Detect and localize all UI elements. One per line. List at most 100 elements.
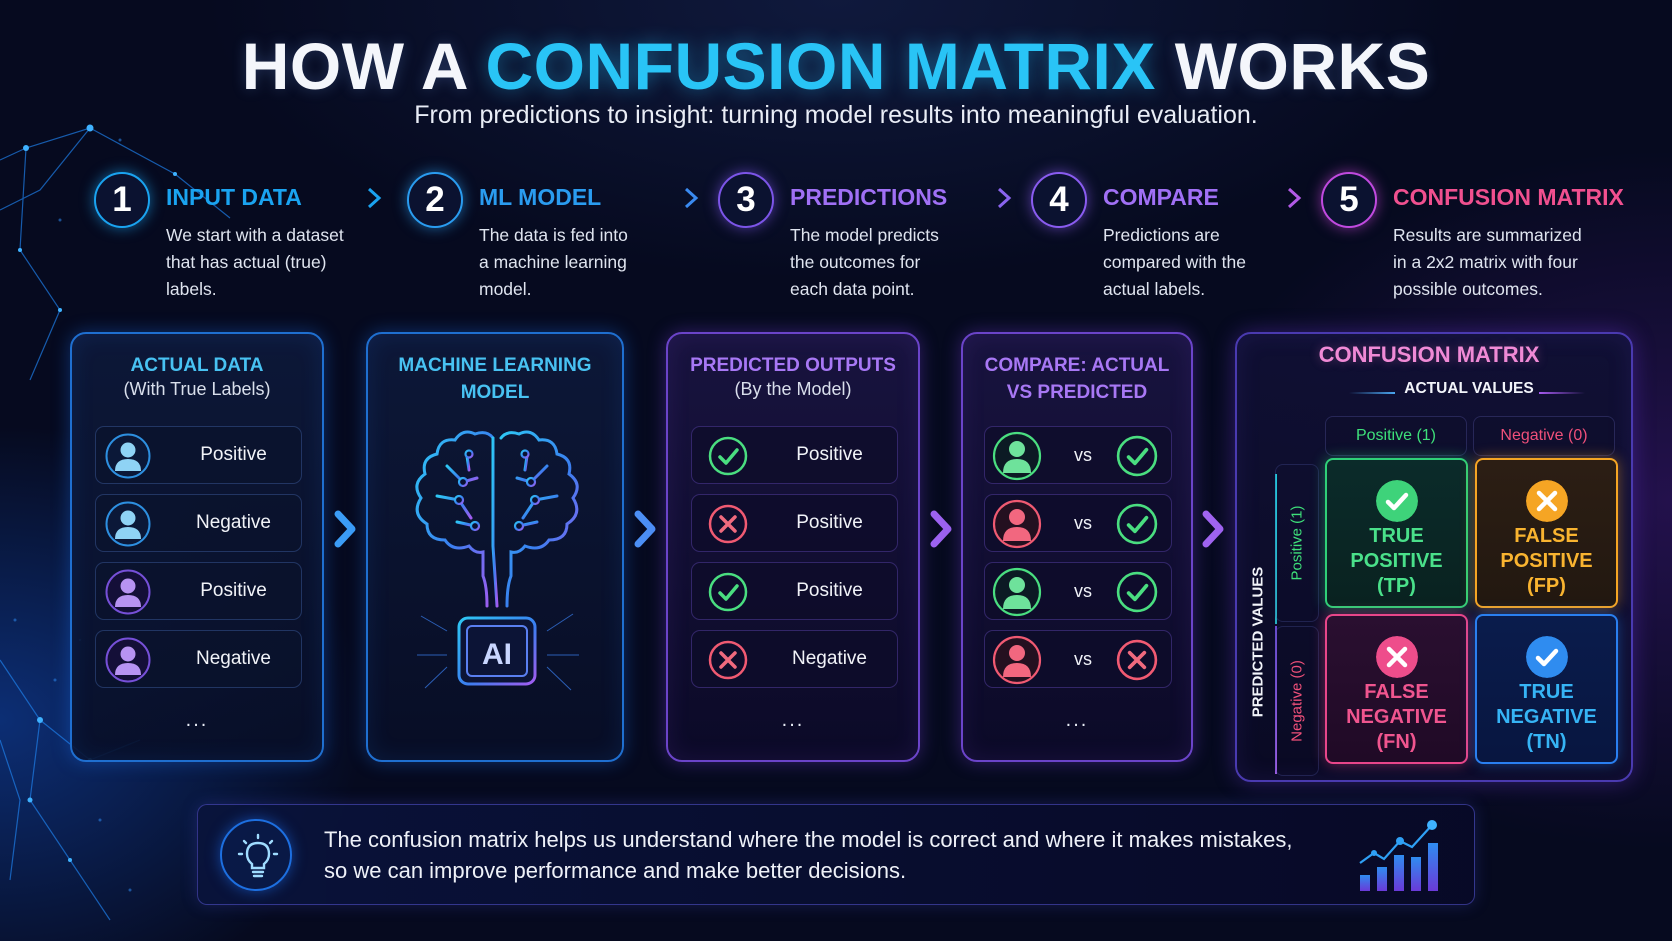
step-title: CONFUSION MATRIX	[1393, 184, 1624, 210]
check-circle-icon	[1525, 636, 1568, 678]
page-subtitle: From predictions to insight: turning mod…	[414, 101, 1258, 129]
step-desc-line: Results are summarized	[1393, 225, 1582, 245]
arrow-right-icon	[967, 187, 1012, 209]
step-number-1: 1	[94, 172, 150, 228]
lightbulb-badge	[220, 819, 292, 891]
x-circle-icon	[708, 504, 748, 544]
list-item: Positive	[95, 562, 302, 620]
vs-label: vs	[1074, 648, 1092, 669]
arrow-right-icon	[1257, 187, 1302, 209]
compare-row: vs	[984, 562, 1172, 620]
x-circle-icon	[1375, 636, 1418, 678]
cell-label-line: (TP)	[1377, 575, 1416, 597]
list-item: Negative	[95, 630, 302, 688]
row-label: Positive	[796, 512, 863, 533]
person-icon	[992, 499, 1042, 549]
step-description: The data is fed into a machine learning …	[479, 222, 679, 303]
compare-row: vs	[984, 426, 1172, 484]
step-number-2: 2	[407, 172, 463, 228]
vs-label: vs	[1074, 512, 1092, 533]
cell-label-line: (FN)	[1376, 731, 1417, 753]
step-desc-line: Predictions are	[1103, 225, 1220, 245]
axis-line-left	[1349, 392, 1395, 394]
step-desc-line: model.	[479, 279, 532, 299]
step-desc-line: The data is fed into	[479, 225, 628, 245]
more-ellipsis: ...	[781, 709, 805, 731]
check-circle-icon	[708, 572, 748, 612]
check-circle-icon	[1116, 503, 1158, 545]
panel-title-line: VS PREDICTED	[1006, 382, 1148, 403]
x-circle-icon	[708, 640, 748, 680]
person-icon	[992, 567, 1042, 617]
axis-line-right	[1539, 392, 1585, 394]
row-label: Positive	[200, 580, 267, 601]
cell-label-line: TRUE	[1519, 681, 1574, 703]
step-desc-line: a machine learning	[479, 252, 627, 272]
confusion-matrix-panel: CONFUSION MATRIX ACTUAL VALUES Positive …	[1235, 332, 1633, 782]
step-desc-line: The model predicts	[790, 225, 939, 245]
panel-title: COMPARE: ACTUAL VS PREDICTED	[963, 352, 1191, 406]
person-icon	[992, 635, 1042, 685]
chevron-right-icon	[634, 510, 656, 548]
lightbulb-icon	[237, 833, 279, 878]
cell-label-line: NEGATIVE	[1346, 706, 1447, 728]
column-header-negative: Negative (0)	[1473, 416, 1615, 456]
cell-label-line: FALSE	[1364, 681, 1429, 703]
matrix-title: CONFUSION MATRIX	[1318, 342, 1540, 367]
cell-label-line: POSITIVE	[1350, 550, 1443, 572]
page-title: HOW A CONFUSION MATRIX WORKS	[0, 28, 1672, 104]
step-number-3: 3	[718, 172, 774, 228]
cell-label: FALSE NEGATIVE (FN)	[1327, 680, 1466, 755]
compare-row: vs	[984, 630, 1172, 688]
step-desc-line: compared with the	[1103, 252, 1246, 272]
check-circle-icon	[1116, 571, 1158, 613]
panel-subtitle: (By the Model)	[734, 379, 852, 399]
step-description: We start with a dataset that has actual …	[166, 222, 366, 303]
panel-title: ACTUAL DATA	[130, 355, 264, 376]
panel-title-line: COMPARE: ACTUAL	[984, 355, 1170, 376]
step-title: COMPARE	[1103, 184, 1219, 210]
x-circle-icon	[1525, 480, 1568, 522]
step-title: ML MODEL	[479, 184, 602, 210]
more-ellipsis: ...	[185, 709, 209, 731]
panel-title: MACHINE LEARNING MODEL	[368, 352, 622, 406]
list-item: Positive	[691, 426, 898, 484]
summary-banner: The confusion matrix helps us understand…	[197, 804, 1475, 905]
vs-label: vs	[1074, 580, 1092, 601]
compare-panel: COMPARE: ACTUAL VS PREDICTED vs vs vs vs…	[961, 332, 1193, 762]
predicted-outputs-panel: PREDICTED OUTPUTS (By the Model) Positiv…	[666, 332, 920, 762]
row-label: Negative	[792, 648, 867, 669]
cell-label-line: FALSE	[1514, 525, 1579, 547]
step-number-4: 4	[1031, 172, 1087, 228]
title-prefix: HOW A	[241, 29, 467, 103]
row-header-positive: Positive (1)	[1275, 464, 1319, 622]
false-positive-cell: FALSE POSITIVE (FP)	[1475, 458, 1618, 608]
list-item: Negative	[95, 494, 302, 552]
check-circle-icon	[1375, 480, 1418, 522]
cell-label-line: TRUE	[1369, 525, 1424, 547]
row-header-negative: Negative (0)	[1275, 626, 1319, 776]
person-icon	[992, 431, 1042, 481]
predicted-values-text: PREDICTED VALUES	[1249, 566, 1267, 718]
step-description: Predictions are compared with the actual…	[1103, 222, 1303, 303]
actual-values-label: ACTUAL VALUES	[1404, 380, 1534, 397]
list-item: Positive	[95, 426, 302, 484]
person-icon	[105, 433, 151, 479]
panel-title-line: MACHINE LEARNING	[398, 355, 592, 376]
step-desc-line: labels.	[166, 279, 217, 299]
panel-subtitle: (With True Labels)	[123, 379, 271, 399]
person-icon	[105, 501, 151, 547]
row-label: Positive	[796, 444, 863, 465]
step-desc-line: each data point.	[790, 279, 915, 299]
step-desc-line: possible outcomes.	[1393, 279, 1543, 299]
summary-line: so we can improve performance and make b…	[324, 858, 907, 883]
cell-label-line: POSITIVE	[1500, 550, 1593, 572]
panel-title: PREDICTED OUTPUTS	[690, 355, 896, 376]
cell-label: FALSE POSITIVE (FP)	[1477, 524, 1616, 599]
arrow-right-icon	[654, 187, 699, 209]
step-desc-line: that has actual (true)	[166, 252, 327, 272]
axis-line-bottom	[1275, 626, 1277, 774]
row-label: Negative	[196, 512, 271, 533]
ml-model-panel: MACHINE LEARNING MODEL	[366, 332, 624, 762]
compare-row: vs	[984, 494, 1172, 552]
